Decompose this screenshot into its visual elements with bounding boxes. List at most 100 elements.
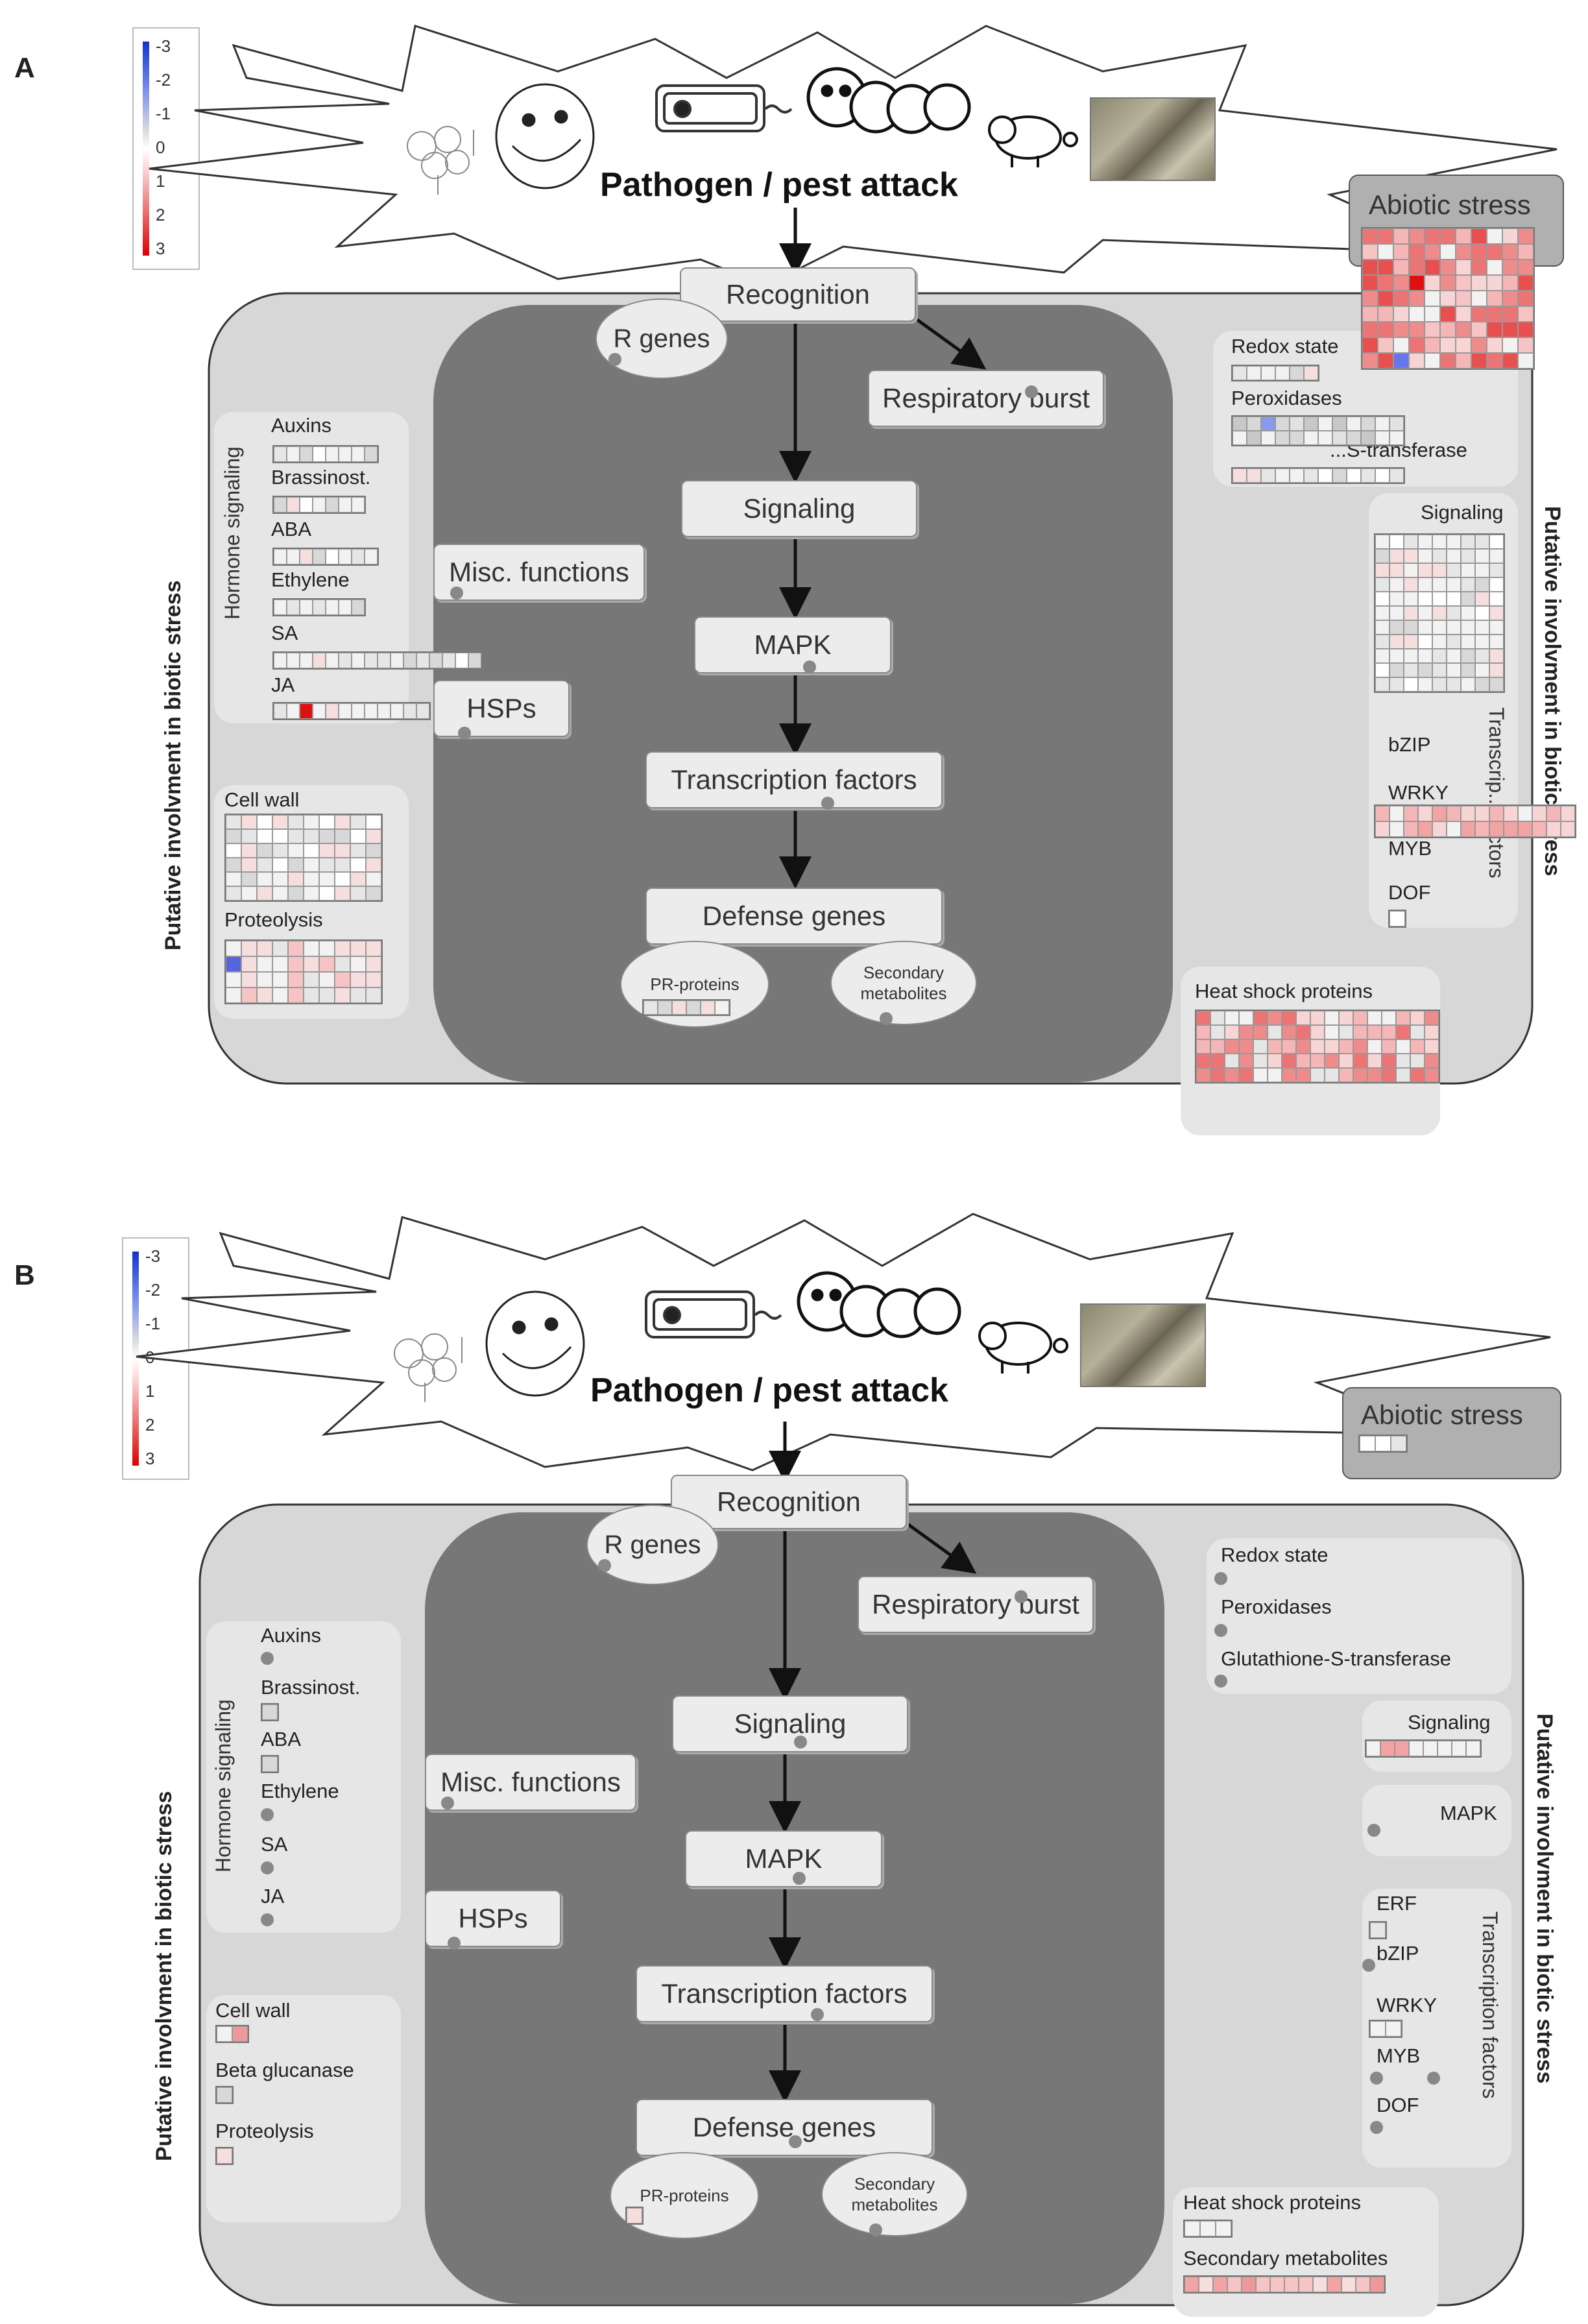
node-dot <box>448 1937 461 1950</box>
heatmap-cell <box>226 873 241 886</box>
heatmap-cell <box>1394 307 1408 321</box>
heatmap-cell <box>1441 322 1455 337</box>
heatmap-cell <box>1490 578 1503 591</box>
heatmap-cell <box>1211 1011 1224 1024</box>
heatmap-cell <box>1395 1741 1408 1756</box>
heatmap-cell <box>1378 354 1393 368</box>
attack-title: Pathogen / pest attack <box>600 166 958 204</box>
heatmap-cell <box>1354 1026 1367 1039</box>
ethylene-label: Ethylene <box>271 568 350 591</box>
heatmap-cell <box>335 957 350 971</box>
heatmap-cell <box>1425 276 1439 290</box>
heatmap-cell <box>1476 649 1489 662</box>
heatmap-cell <box>1254 1069 1267 1082</box>
heatmap-cell <box>1456 291 1471 306</box>
heatmap-cell <box>1410 276 1424 290</box>
heatmap-cell <box>1319 431 1332 444</box>
heatmap-cell <box>1504 822 1517 836</box>
heatmap-cell <box>1472 291 1486 306</box>
heatmap-cell <box>1490 564 1503 577</box>
wrky-label: WRKY <box>1388 781 1449 804</box>
heatmap-cell <box>300 447 312 461</box>
heatmap-cell <box>335 988 350 1002</box>
pest-photo <box>1090 97 1216 181</box>
cell-wall-label: Cell wall <box>215 1999 291 2022</box>
heatmap-cell <box>1425 338 1439 352</box>
heatmap-cell <box>352 447 364 461</box>
heatmap-cell <box>1519 260 1533 274</box>
heatmap-cell <box>1425 1069 1438 1082</box>
heatmap-cell <box>1397 1054 1410 1067</box>
beta-glucanase-heatmap <box>215 2086 234 2104</box>
heatmap-cell <box>1276 367 1289 380</box>
heatmap-cell <box>1462 664 1474 677</box>
heatmap-cell <box>1282 1011 1295 1024</box>
heatmap-cell <box>1390 550 1403 563</box>
heatmap-cell <box>242 941 256 956</box>
heatmap-cell <box>1410 245 1424 259</box>
heatmap-cell <box>1378 338 1393 352</box>
heatmap-cell <box>1404 664 1417 677</box>
heatmap-cell <box>287 704 299 718</box>
heatmap-cell <box>1333 469 1346 482</box>
redox-state-label: Redox state <box>1221 1543 1329 1566</box>
heatmap-cell <box>273 873 287 886</box>
panel-a: A -3 -2 -1 0 1 2 3 <box>14 25 1576 1135</box>
heatmap-cell <box>1447 822 1460 836</box>
heatmap-cell <box>1197 1011 1210 1024</box>
heatmap-cell <box>1462 607 1474 620</box>
peroxidases-heatmap <box>1231 415 1405 446</box>
wrky-label: WRKY <box>1377 1994 1437 2016</box>
heatmap-cell <box>1305 431 1317 444</box>
heatmap-cell <box>1305 367 1317 380</box>
heatmap-cell <box>326 550 338 564</box>
node-dot <box>598 1559 611 1572</box>
arrow-recognition-burst <box>913 316 987 370</box>
legend-tick: -3 <box>145 1246 161 1266</box>
dof-label: DOF <box>1377 2094 1419 2116</box>
cell-wall-label: Cell wall <box>224 788 300 811</box>
legend-tick: -2 <box>145 1280 161 1300</box>
heatmap-cell <box>1410 338 1424 352</box>
heat-shock-proteins-label: Heat shock proteins <box>1183 2191 1361 2214</box>
heatmap-cell <box>1363 229 1377 243</box>
aba-label: ABA <box>261 1728 302 1750</box>
heatmap-cell <box>1410 322 1424 337</box>
aphid-doodle <box>988 115 1078 167</box>
defense-genes-node: Defense genes <box>636 2099 933 2156</box>
heatmap-cell <box>1447 592 1460 605</box>
node-dot <box>789 2135 802 2148</box>
heatmap-cell <box>1519 822 1532 836</box>
legend-tick: 1 <box>145 1381 155 1401</box>
heatmap-cell <box>391 704 403 718</box>
recognition-node: Recognition <box>671 1475 907 1529</box>
heatmap-cell <box>367 957 381 971</box>
wrky-heatmap <box>1369 2020 1402 2038</box>
hormone-signaling-label: Hormone signaling <box>211 1699 235 1872</box>
hsps-node: HSPs <box>433 680 570 737</box>
heatmap-cell <box>1376 607 1389 620</box>
heatmap-cell <box>1447 664 1460 677</box>
sa-label: SA <box>271 622 298 644</box>
heatmap-cell <box>335 858 350 871</box>
brassinost-label: Brassinost. <box>261 1676 361 1699</box>
hsps-node: HSPs <box>425 1890 561 1947</box>
respiratory-burst-node: Respiratory burst <box>858 1576 1094 1633</box>
heatmap-cell <box>320 873 334 886</box>
heatmap-cell <box>1240 1054 1253 1067</box>
left-vertical-label: Putative involvment in biotic stress <box>161 580 186 950</box>
gst-label: Glutathione-S-transferase <box>1221 1647 1451 1670</box>
germ-doodle <box>495 83 595 189</box>
sa-label: SA <box>261 1833 288 1856</box>
heatmap-cell <box>1490 806 1503 821</box>
heatmap-cell <box>1325 1026 1338 1039</box>
heatmap-cell <box>1340 1040 1353 1053</box>
heatmap-cell <box>1376 649 1389 662</box>
r-genes-node: R genes <box>596 298 728 379</box>
heatmap-cell <box>1368 1040 1381 1053</box>
heatmap-cell <box>339 498 351 512</box>
ethylene-label: Ethylene <box>261 1780 339 1802</box>
heatmap-cell <box>258 873 272 886</box>
heatmap-cell <box>226 941 241 956</box>
heatmap-cell <box>242 830 256 843</box>
